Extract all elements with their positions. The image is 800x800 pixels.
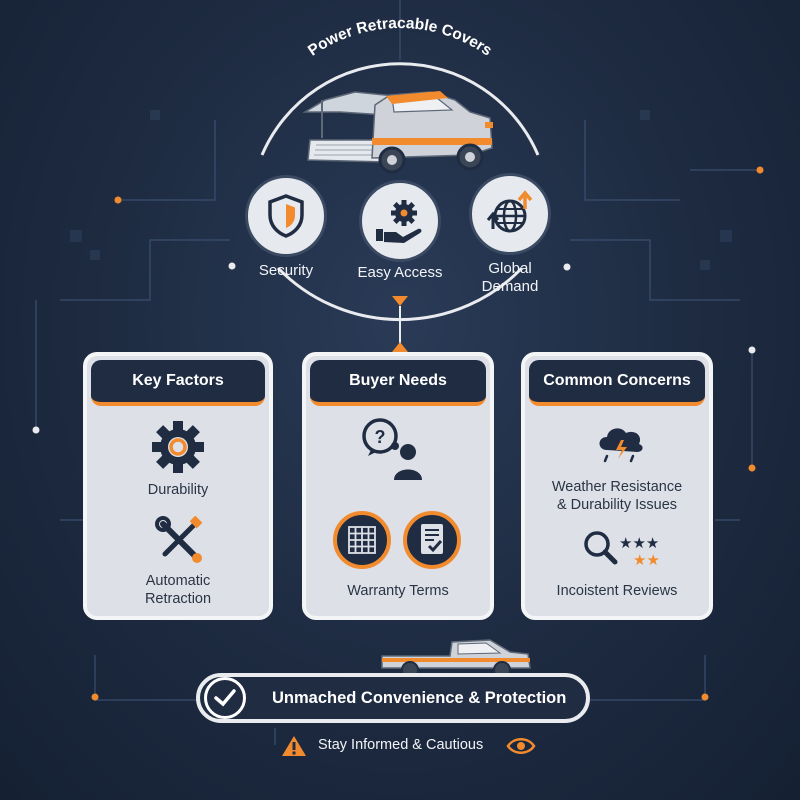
circuit-node	[32, 426, 40, 434]
footer-text: Stay Informed & Cautious	[318, 737, 484, 753]
common-concerns-title: Common Concerns	[529, 360, 705, 406]
storm-cloud-icon	[599, 428, 643, 463]
svg-text:★★★: ★★★	[619, 534, 659, 552]
automatic-retraction-line2: Retraction	[144, 591, 212, 607]
buyer-needs-panel: Buyer Needs ? Warranty Terms	[302, 352, 494, 620]
circuit-node	[701, 693, 709, 701]
automatic-retraction-label: Automatic Retraction	[87, 572, 269, 608]
global-demand-label-line2: Demand	[481, 278, 539, 295]
footer-note: Stay Informed & Cautious	[280, 734, 540, 758]
circuit-node	[228, 262, 236, 270]
inconsistent-reviews-label: Incoistent Reviews	[556, 583, 678, 599]
svg-text:★★: ★★	[633, 551, 660, 569]
shield-icon	[268, 194, 304, 238]
easy-access-circle	[359, 180, 441, 262]
global-demand-label: Global Demand	[470, 260, 550, 296]
common-concerns-panel: Common Concerns Weather Resistance & Dur…	[521, 352, 713, 620]
banner-text: Unmached Convenience & Protection	[272, 689, 567, 707]
magnifier-stars-icon: ★★★ ★★	[584, 531, 660, 569]
buyer-needs-title: Buyer Needs	[310, 360, 486, 406]
global-demand-circle	[469, 173, 551, 255]
weather-resistance-line2: & Durability Issues	[556, 497, 678, 513]
question-person-icon: ?	[362, 418, 422, 480]
circuit-node	[563, 263, 571, 271]
grid-icon	[333, 511, 391, 569]
pickup-truck-bottom-icon	[381, 639, 531, 679]
svg-text:?: ?	[375, 427, 386, 447]
eye-icon	[506, 738, 536, 754]
circuit-node	[91, 693, 99, 701]
easy-access-label: Easy Access	[357, 264, 443, 281]
circuit-node	[114, 196, 122, 204]
warning-icon	[282, 736, 306, 756]
globe-arrows-icon	[486, 190, 533, 233]
checklist-icon	[403, 511, 461, 569]
wrench-screwdriver-icon	[155, 516, 203, 563]
automatic-retraction-line1: Automatic	[145, 573, 211, 589]
key-factors-title: Key Factors	[91, 360, 265, 406]
circuit-node	[748, 464, 756, 472]
security-circle	[245, 175, 327, 257]
key-factors-panel: Key Factors Durability Automatic Retract…	[83, 352, 273, 620]
durability-label: Durability	[147, 482, 209, 498]
weather-resistance-line1: Weather Resistance	[551, 479, 683, 495]
security-label: Security	[258, 262, 314, 279]
weather-resistance-label: Weather Resistance & Durability Issues	[525, 478, 709, 514]
circuit-node	[748, 346, 756, 354]
warranty-terms-label: Warranty Terms	[347, 583, 449, 599]
global-demand-label-line1: Global	[488, 260, 532, 277]
circuit-node	[756, 166, 764, 174]
convenience-banner: Unmached Convenience & Protection	[196, 673, 590, 723]
gear-icon	[152, 421, 204, 473]
gear-hand-icon	[376, 200, 422, 243]
check-icon	[204, 677, 246, 719]
